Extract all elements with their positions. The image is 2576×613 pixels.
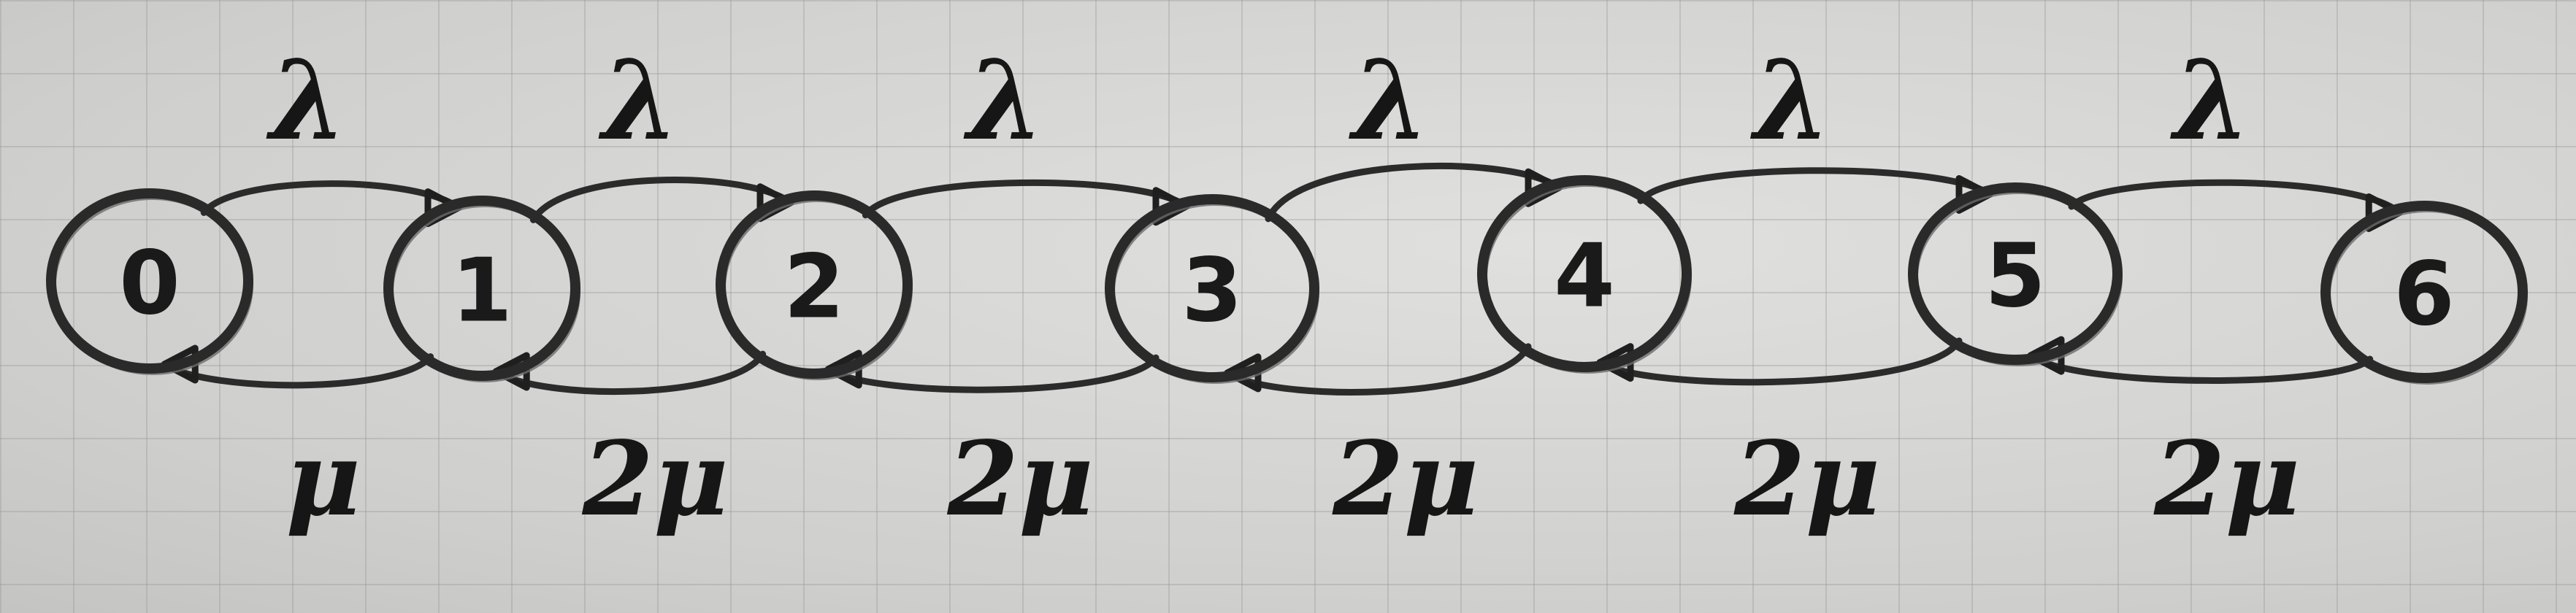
- forward-rate-label: λ: [1749, 36, 1831, 165]
- backward-transition-arc: [824, 354, 1159, 393]
- forward-rate-label: λ: [266, 36, 347, 165]
- state-circle: [46, 188, 253, 374]
- state-label: 1: [451, 241, 513, 342]
- forward-transition-arc: [200, 180, 462, 216]
- backward-rate-label: 2μ: [582, 420, 729, 539]
- state-node-1: 1: [383, 196, 580, 382]
- forward-rate-label: λ: [963, 36, 1044, 165]
- forward-transition-arc: [2068, 179, 2403, 216]
- state-circle: [1477, 175, 1692, 372]
- forward-rate-label: λ: [598, 36, 679, 165]
- forward-rate-label: λ: [1348, 36, 1429, 165]
- state-node-0: 0: [46, 188, 253, 375]
- backward-rate-label: 2μ: [1733, 420, 1880, 539]
- state-node-2: 2: [716, 190, 913, 380]
- state-circle: [716, 190, 913, 379]
- backward-transition-arc: [2027, 352, 2374, 384]
- state-label: 4: [1554, 226, 1615, 328]
- forward-transition-arc: [862, 179, 1190, 219]
- forward-transition-arc: [1637, 167, 1993, 204]
- state-circle: [383, 196, 580, 381]
- backward-rate-label: 2μ: [1332, 420, 1479, 539]
- state-label: 2: [783, 237, 845, 339]
- state-label: 6: [2393, 244, 2455, 346]
- state-label: 5: [1985, 226, 2046, 328]
- state-nodes: 0 1 2 3 4 5 6: [46, 175, 2528, 385]
- state-label: 0: [119, 234, 180, 335]
- state-circle: [1105, 194, 1319, 382]
- backward-transition-arc: [1224, 343, 1532, 396]
- forward-rate-label: λ: [2169, 36, 2250, 165]
- backward-rate-label: 2μ: [2153, 420, 2300, 539]
- state-node-3: 3: [1105, 194, 1319, 384]
- backward-rate-label: μ: [285, 420, 360, 539]
- state-node-4: 4: [1477, 175, 1692, 374]
- state-circle: [1908, 182, 2123, 365]
- state-node-6: 6: [2320, 201, 2528, 385]
- state-circle: [2320, 201, 2528, 383]
- rate-labels: λ μ λ 2μ λ 2μ λ 2μ λ 2μ λ 2μ: [266, 36, 2300, 539]
- transition-arcs: [161, 163, 2403, 396]
- state-node-5: 5: [1908, 182, 2123, 366]
- backward-rate-label: 2μ: [947, 420, 1094, 539]
- state-label: 3: [1181, 241, 1243, 342]
